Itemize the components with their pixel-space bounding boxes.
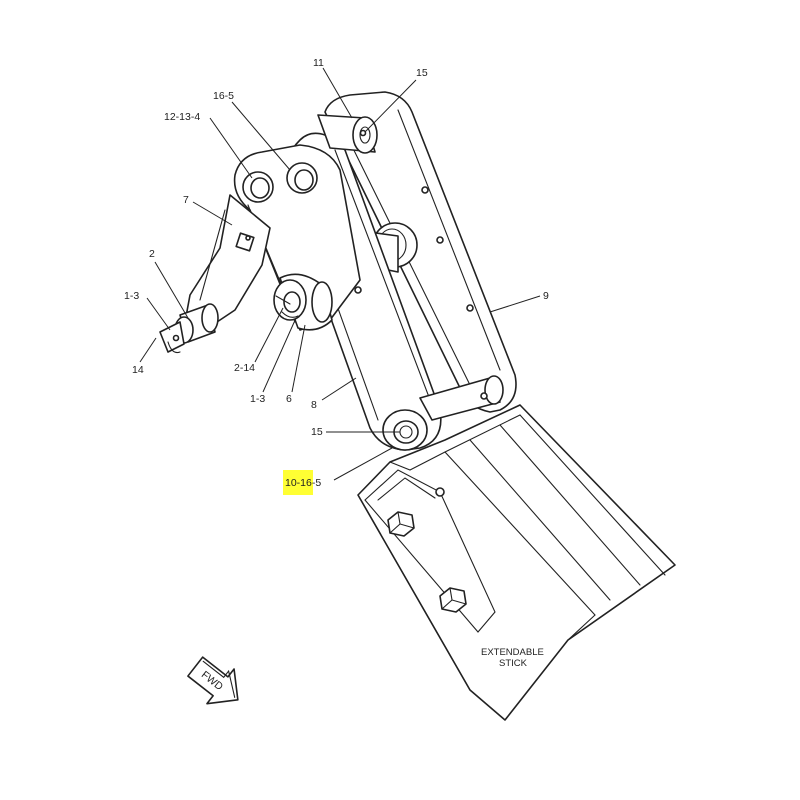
callout-14-left: 14	[132, 364, 144, 376]
callout-15-top: 15	[416, 67, 428, 79]
extendable-stick	[357, 404, 676, 721]
upper-link-plate	[233, 144, 361, 331]
cross-pin-lower	[419, 375, 504, 421]
callout-7: 7	[183, 194, 189, 206]
left-pin-assembly	[159, 303, 219, 354]
leader-lines	[139, 67, 541, 481]
callout-2: 2	[149, 248, 155, 260]
callout-1-3-left: 1-3	[124, 290, 139, 302]
callout-15-mid: 15	[311, 426, 323, 438]
bolt-upper	[387, 511, 415, 537]
callout-2-14: 2-14	[234, 362, 255, 374]
lower-bushing	[382, 409, 428, 451]
stick-label-line1: EXTENDABLE	[481, 647, 544, 658]
callout-9: 9	[543, 290, 549, 302]
bolt-lower	[439, 587, 467, 613]
callout-1-3-mid: 1-3	[250, 393, 265, 405]
callout-8: 8	[311, 399, 317, 411]
callout-10-16-5: 10-16-5	[285, 477, 321, 489]
callout-16-5-top: 16-5	[213, 90, 234, 102]
stick-label-line2: STICK	[499, 658, 528, 669]
callout-11: 11	[313, 57, 324, 69]
link-7	[184, 194, 271, 331]
middle-pin-assembly	[273, 273, 333, 331]
callout-6: 6	[286, 393, 292, 405]
forward-arrow-icon: FWD	[187, 656, 239, 705]
callout-highlight	[283, 470, 313, 495]
callout-12-13-4: 12-13-4	[164, 111, 200, 123]
